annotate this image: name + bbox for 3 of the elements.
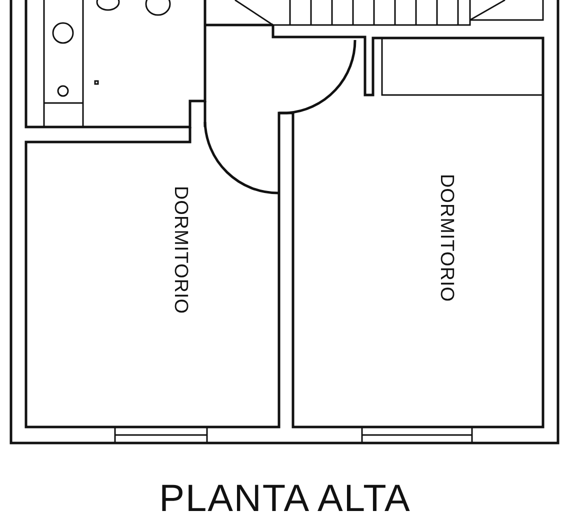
room-label: DORMITORIO [169, 186, 191, 314]
room-label: DORMITORIO [435, 174, 457, 302]
plan-title: PLANTA ALTA [158, 478, 412, 521]
